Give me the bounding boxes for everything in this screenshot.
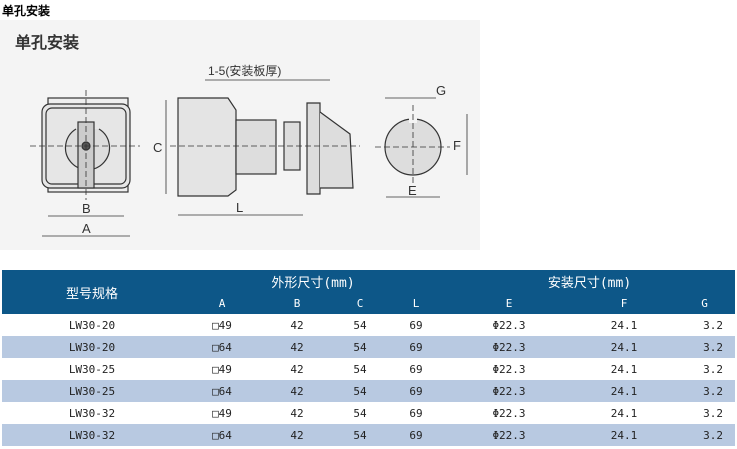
table-cell: 3.2 [674,336,735,358]
dimension-label-a: A [82,221,91,236]
table-cell: 24.1 [610,318,638,332]
col-L: L [388,292,444,314]
side-view [177,97,354,197]
table-cell: 42 [262,336,332,358]
table-cell: 54 [332,380,388,402]
col-G: G [674,292,735,314]
table-cell: □49 [212,318,232,332]
col-E: E [444,292,574,314]
table-cell: □49 [212,406,232,420]
table-cell: Φ22.3 [492,406,526,420]
table-cell: 24.1 [610,362,638,376]
center-lines [30,90,450,200]
table-cell: 54 [332,336,388,358]
table-cell: 69 [388,424,444,446]
table-row: LW30-32 □49 42 54 69 Φ22.3 24.1 3.2 [2,402,735,424]
table-cell: LW30-20 [68,318,116,332]
col-F: F [574,292,674,314]
table-cell: 3.2 [703,406,723,420]
dimension-label-b: B [82,201,91,216]
table-cell: 3.2 [703,318,723,332]
table-cell: LW30-20 [2,336,182,358]
dimension-label-l: L [236,200,243,215]
table-cell: 69 [409,318,423,332]
table-cell: 54 [353,318,367,332]
table-cell: LW30-25 [68,362,116,376]
mount-dimensions-header: 安装尺寸(mm) [444,270,735,292]
table-cell: □64 [182,424,262,446]
table-cell: LW30-25 [2,380,182,402]
model-header: 型号规格 [2,270,182,314]
table-cell: LW30-32 [68,406,116,420]
col-C: C [332,292,388,314]
table-cell: 54 [353,406,367,420]
dimension-lines [42,79,468,237]
col-B: B [262,292,332,314]
table-cell: 24.1 [574,424,674,446]
dimension-label-c: C [153,140,162,155]
table-cell: 24.1 [610,406,638,420]
table-cell: Φ22.3 [444,424,574,446]
spec-table: 型号规格 外形尺寸(mm) 安装尺寸(mm) A B C L E F G LW3… [2,270,735,446]
table-cell: 54 [353,362,367,376]
table-cell: 42 [290,318,304,332]
table-cell: 69 [388,380,444,402]
outer-dimensions-header: 外形尺寸(mm) [182,270,444,292]
table-cell: 3.2 [703,362,723,376]
table-cell: 69 [409,406,423,420]
table-cell: Φ22.3 [492,318,526,332]
table-cell: 69 [388,336,444,358]
table-cell: 54 [332,424,388,446]
table-cell: LW30-32 [2,424,182,446]
table-cell: □64 [182,336,262,358]
diagram-heading: 单孔安装 [15,33,79,52]
dimension-label-f: F [453,138,461,153]
table-cell: 3.2 [674,380,735,402]
dimension-label-g: G [436,83,446,98]
table-cell: 42 [262,424,332,446]
table-cell: Φ22.3 [444,336,574,358]
table-cell: Φ22.3 [492,362,526,376]
table-cell: 24.1 [574,336,674,358]
page-title: 单孔安装 [2,4,51,18]
col-A: A [182,292,262,314]
table-cell: □49 [212,362,232,376]
table-cell: 3.2 [674,424,735,446]
table-cell: 42 [290,406,304,420]
table-cell: Φ22.3 [444,380,574,402]
dimension-label-e: E [408,183,417,198]
table-cell: 24.1 [574,380,674,402]
table-cell: 42 [290,362,304,376]
table-cell: 42 [262,380,332,402]
table-cell: 69 [409,362,423,376]
table-row: LW30-20 □49 42 54 69 Φ22.3 24.1 3.2 [2,314,735,336]
table-row: LW30-25 □49 42 54 69 Φ22.3 24.1 3.2 [2,358,735,380]
table-cell: □64 [182,380,262,402]
plate-thickness-label: 1-5(安装板厚) [208,63,281,78]
dimension-diagram: 单孔安装 B A C L E F G 1-5(安装板厚) [0,20,480,250]
